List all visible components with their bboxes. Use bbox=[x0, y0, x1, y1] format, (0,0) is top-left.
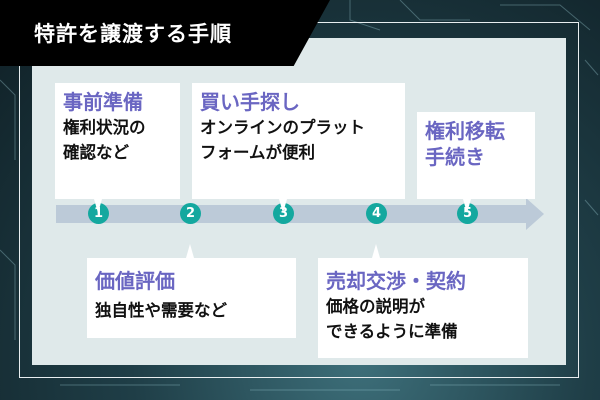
step-text: 価格の説明が bbox=[326, 297, 425, 316]
callout-tail bbox=[94, 199, 102, 213]
step-heading: 売却交渉・契約 bbox=[326, 269, 466, 293]
callout-tail bbox=[372, 244, 380, 258]
step-heading: 事前準備 bbox=[63, 90, 143, 114]
step-card-1: 事前準備 権利状況の 確認など bbox=[55, 83, 180, 213]
callout-tail bbox=[463, 199, 471, 213]
step-card-4: 売却交渉・契約 価格の説明が できるように準備 bbox=[318, 244, 528, 358]
step-text: できるように準備 bbox=[326, 322, 458, 341]
step-card-2: 価値評価 独自性や需要など bbox=[87, 244, 296, 338]
step-number-3: 3 bbox=[273, 203, 294, 224]
step-number-2: 2 bbox=[180, 203, 201, 224]
step-number-4: 4 bbox=[366, 203, 387, 224]
arrow-head-icon bbox=[526, 198, 544, 230]
step-heading: 買い手探し bbox=[200, 90, 300, 114]
step-text: オンラインのプラット bbox=[200, 118, 365, 137]
step-number-1: 1 bbox=[88, 203, 109, 224]
step-heading: 権利移転 bbox=[425, 119, 505, 143]
callout-tail bbox=[279, 199, 287, 213]
title-banner: 特許を譲渡する手順 bbox=[0, 0, 330, 66]
page-title: 特許を譲渡する手順 bbox=[34, 22, 232, 46]
step-text: 権利状況の bbox=[63, 118, 146, 137]
step-text: フォームが便利 bbox=[200, 143, 316, 162]
step-card-3: 買い手探し オンラインのプラット フォームが便利 bbox=[192, 83, 405, 213]
step-heading: 価値評価 bbox=[95, 269, 175, 293]
step-text: 独自性や需要など bbox=[95, 301, 227, 320]
callout-tail bbox=[186, 244, 194, 258]
step-number-5: 5 bbox=[457, 203, 478, 224]
step-text: 確認など bbox=[63, 143, 129, 162]
step-card-5: 権利移転 手続き bbox=[417, 112, 535, 213]
step-heading-cont: 手続き bbox=[425, 145, 485, 169]
